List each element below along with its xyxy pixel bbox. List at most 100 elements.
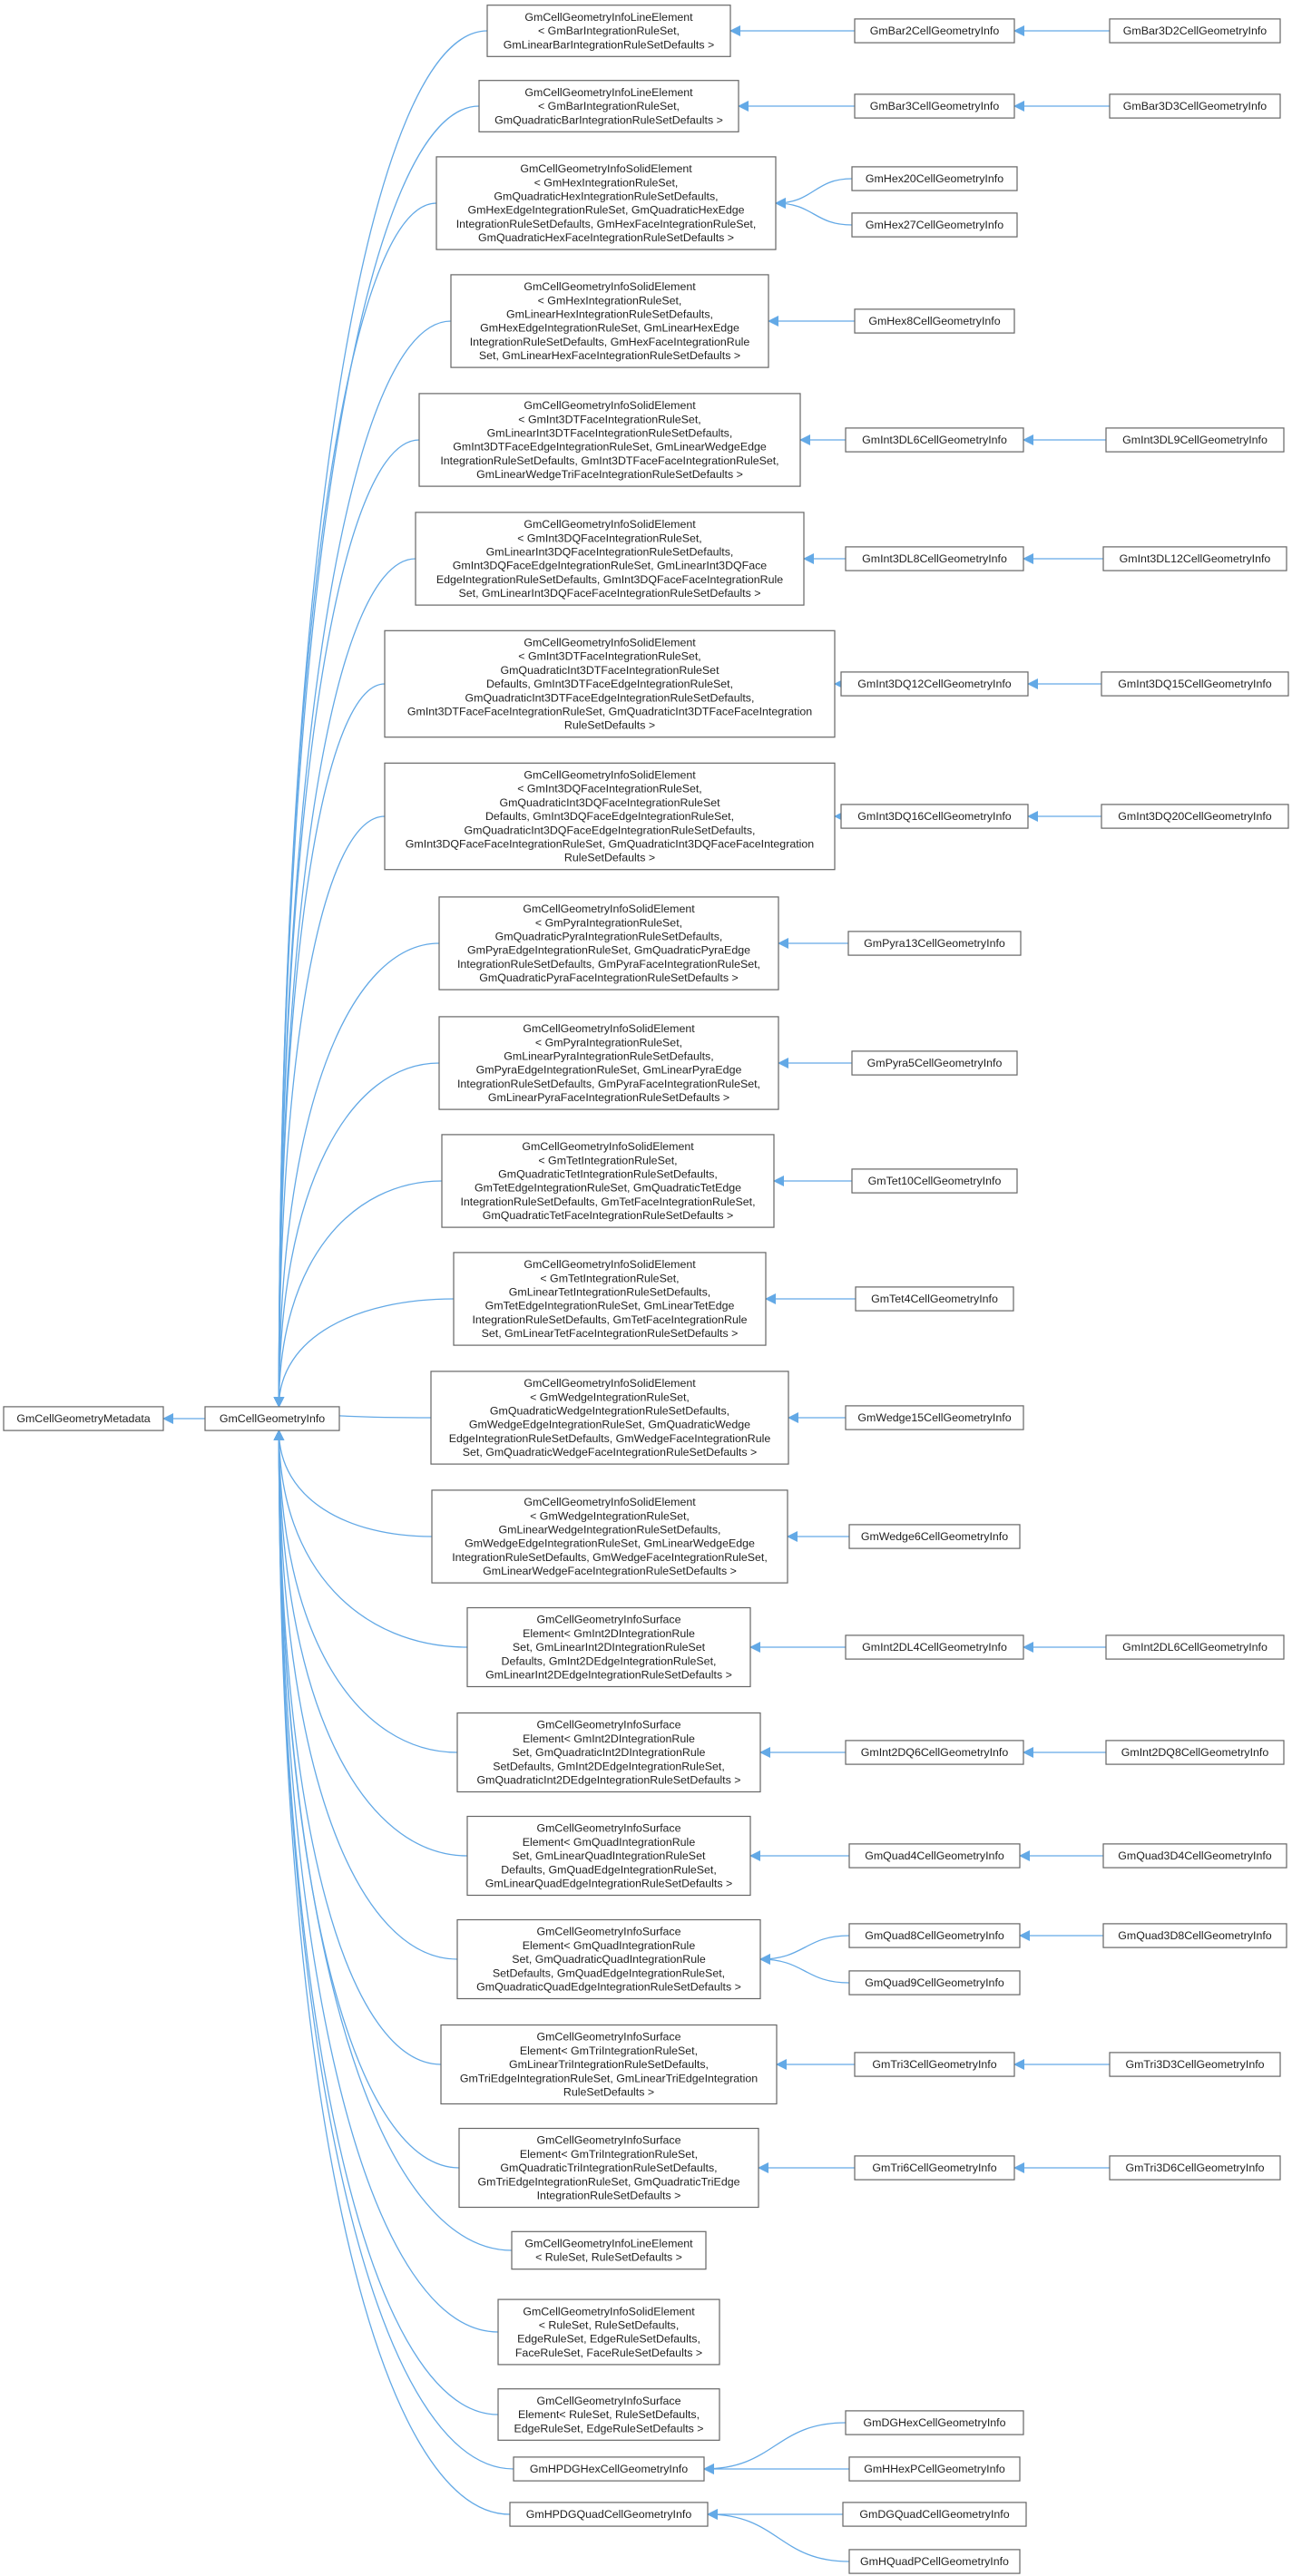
class-node-gm-pyra13-cell-geometry-info[interactable]: GmPyra13CellGeometryInfo bbox=[847, 931, 1022, 956]
class-label-line: GmDGQuadCellGeometryInfo bbox=[859, 2508, 1009, 2521]
class-node-gm-cell-geometry-info-solid-element-n-i3dtlin[interactable]: GmCellGeometryInfoSolidElement< GmInt3DT… bbox=[418, 393, 801, 487]
class-node-gm-cell-geometry-info[interactable]: GmCellGeometryInfo bbox=[204, 1406, 340, 1431]
inheritance-arrow bbox=[273, 1429, 458, 1753]
class-box bbox=[511, 2230, 707, 2270]
class-label-line: GmInt3DL6CellGeometryInfo bbox=[862, 434, 1007, 446]
class-node-gm-hquad-pcell-geometry-info[interactable]: GmHQuadPCellGeometryInfo bbox=[848, 2549, 1021, 2574]
class-node-gm-hhex-pcell-geometry-info[interactable]: GmHHexPCellGeometryInfo bbox=[848, 2456, 1021, 2482]
class-node-gm-tri3-cell-geometry-info[interactable]: GmTri3CellGeometryInfo bbox=[854, 2052, 1015, 2077]
class-label-line: Set, GmQuadraticQuadIntegrationRule bbox=[512, 1953, 706, 1966]
class-node-gm-tet4-cell-geometry-info[interactable]: GmTet4CellGeometryInfo bbox=[855, 1286, 1014, 1312]
class-node-gm-int2-dl6-cell-geometry-info[interactable]: GmInt2DL6CellGeometryInfo bbox=[1105, 1634, 1285, 1660]
class-node-gm-quad3-d4-cell-geometry-info[interactable]: GmQuad3D4CellGeometryInfo bbox=[1102, 1843, 1287, 1869]
class-node-gm-cell-geometry-info-solid-element-n-i3dtquad[interactable]: GmCellGeometryInfoSolidElement< GmInt3DT… bbox=[384, 629, 836, 738]
class-node-gm-quad4-cell-geometry-info[interactable]: GmQuad4CellGeometryInfo bbox=[848, 1843, 1021, 1869]
class-node-gm-cell-geometry-info-solid-element-n-hexlin[interactable]: GmCellGeometryInfoSolidElement< GmHexInt… bbox=[450, 274, 769, 368]
class-node-gm-cell-geometry-info-line-element-n-barlin[interactable]: GmCellGeometryInfoLineElement< GmBarInte… bbox=[486, 5, 731, 57]
class-box bbox=[453, 1252, 767, 1346]
class-node-gm-int3-dq20-cell-geometry-info[interactable]: GmInt3DQ20CellGeometryInfo bbox=[1101, 804, 1289, 829]
class-node-gm-int2-dq6-cell-geometry-info[interactable]: GmInt2DQ6CellGeometryInfo bbox=[845, 1740, 1024, 1765]
class-label-line: GmQuad8CellGeometryInfo bbox=[865, 1929, 1004, 1942]
class-node-gm-bar3-d2-cell-geometry-info[interactable]: GmBar3D2CellGeometryInfo bbox=[1109, 18, 1281, 44]
class-label-line: GmQuadraticInt3DQFaceIntegrationRuleSet bbox=[499, 796, 720, 809]
class-label-line: GmPyraEdgeIntegrationRuleSet, GmLinearPy… bbox=[476, 1064, 742, 1077]
class-node-gm-cell-geometry-info-solid-element-n-hexquad[interactable]: GmCellGeometryInfoSolidElement< GmHexInt… bbox=[436, 156, 777, 250]
class-label-line: GmCellGeometryInfoSurface bbox=[536, 1719, 680, 1732]
class-node-gm-hpdghex-cell-geometry-info[interactable]: GmHPDGHexCellGeometryInfo bbox=[513, 2456, 705, 2482]
class-node-gm-int3-dl6-cell-geometry-info[interactable]: GmInt3DL6CellGeometryInfo bbox=[845, 427, 1024, 453]
inheritance-arrow bbox=[273, 1429, 511, 2515]
inheritance-arrow bbox=[273, 1429, 513, 2251]
class-node-gm-quad9-cell-geometry-info[interactable]: GmQuad9CellGeometryInfo bbox=[848, 1970, 1021, 1995]
class-node-gm-cell-geometry-info-solid-element-n-pyraquad[interactable]: GmCellGeometryInfoSolidElement< GmPyraIn… bbox=[438, 896, 779, 990]
class-node-gm-cell-geometry-info-solid-element-n-pyralin[interactable]: GmCellGeometryInfoSolidElement< GmPyraIn… bbox=[438, 1016, 779, 1110]
class-box bbox=[466, 1815, 751, 1897]
class-node-gm-cell-geometry-info-line-element-n-linegen[interactable]: GmCellGeometryInfoLineElement< RuleSet, … bbox=[511, 2230, 707, 2270]
class-label-line: GmPyra5CellGeometryInfo bbox=[867, 1057, 1003, 1069]
class-node-gm-cell-geometry-info-solid-element-n-wedgelin[interactable]: GmCellGeometryInfoSolidElement< GmWedgeI… bbox=[431, 1489, 788, 1584]
class-label-line: GmLinearPyraFaceIntegrationRuleSetDefaul… bbox=[488, 1091, 729, 1104]
class-node-gm-tri3-d3-cell-geometry-info[interactable]: GmTri3D3CellGeometryInfo bbox=[1109, 2052, 1281, 2077]
class-node-gm-tri3-d6-cell-geometry-info[interactable]: GmTri3D6CellGeometryInfo bbox=[1109, 2155, 1281, 2181]
class-box bbox=[436, 156, 777, 250]
class-node-gm-tet10-cell-geometry-info[interactable]: GmTet10CellGeometryInfo bbox=[851, 1168, 1018, 1194]
class-label-line: GmQuadraticInt2DEdgeIntegrationRuleSetDe… bbox=[477, 1774, 741, 1787]
class-node-gm-quad3-d8-cell-geometry-info[interactable]: GmQuad3D8CellGeometryInfo bbox=[1102, 1923, 1287, 1948]
class-label-line: GmLinearInt2DEdgeIntegrationRuleSetDefau… bbox=[485, 1669, 732, 1682]
class-node-gm-int3-dl8-cell-geometry-info[interactable]: GmInt3DL8CellGeometryInfo bbox=[845, 546, 1024, 571]
class-node-gm-cell-geometry-info-solid-element-n-wedgequad[interactable]: GmCellGeometryInfoSolidElement< GmWedgeI… bbox=[430, 1371, 789, 1465]
class-label-line: GmQuadraticHexFaceIntegrationRuleSetDefa… bbox=[478, 231, 734, 244]
class-node-gm-dgquad-cell-geometry-info[interactable]: GmDGQuadCellGeometryInfo bbox=[842, 2502, 1027, 2527]
class-node-gm-int2-dq8-cell-geometry-info[interactable]: GmInt2DQ8CellGeometryInfo bbox=[1105, 1740, 1285, 1765]
class-label-line: GmLinearTriIntegrationRuleSetDefaults, bbox=[509, 2058, 709, 2071]
class-box bbox=[456, 1712, 761, 1793]
class-box bbox=[466, 1606, 751, 1688]
class-node-gm-wedge6-cell-geometry-info[interactable]: GmWedge6CellGeometryInfo bbox=[848, 1524, 1021, 1549]
class-node-gm-bar3-cell-geometry-info[interactable]: GmBar3CellGeometryInfo bbox=[854, 93, 1015, 119]
class-node-gm-int2-dl4-cell-geometry-info[interactable]: GmInt2DL4CellGeometryInfo bbox=[845, 1634, 1024, 1660]
class-label-line: GmPyra13CellGeometryInfo bbox=[864, 937, 1005, 950]
class-box bbox=[438, 896, 779, 990]
class-node-gm-int3-dl12-cell-geometry-info[interactable]: GmInt3DL12CellGeometryInfo bbox=[1102, 546, 1287, 571]
class-node-gm-tri6-cell-geometry-info[interactable]: GmTri6CellGeometryInfo bbox=[854, 2155, 1015, 2181]
class-box bbox=[486, 5, 731, 57]
class-label-line: GmWedgeEdgeIntegrationRuleSet, GmLinearW… bbox=[465, 1537, 755, 1550]
class-node-gm-cell-geometry-info-solid-element-n-i3dqquad[interactable]: GmCellGeometryInfoSolidElement< GmInt3DQ… bbox=[384, 762, 836, 871]
class-node-gm-bar2-cell-geometry-info[interactable]: GmBar2CellGeometryInfo bbox=[854, 18, 1015, 44]
class-label-line: GmQuadraticTetIntegrationRuleSetDefaults… bbox=[498, 1168, 718, 1181]
class-node-gm-int3-dq15-cell-geometry-info[interactable]: GmInt3DQ15CellGeometryInfo bbox=[1101, 671, 1289, 697]
class-node-gm-cell-geometry-info-solid-element-n-solidgen[interactable]: GmCellGeometryInfoSolidElement< RuleSet,… bbox=[497, 2298, 720, 2366]
class-node-gm-int3-dl9-cell-geometry-info[interactable]: GmInt3DL9CellGeometryInfo bbox=[1105, 427, 1285, 453]
class-node-gm-dghex-cell-geometry-info[interactable]: GmDGHexCellGeometryInfo bbox=[845, 2410, 1024, 2435]
class-label-line: < GmBarIntegrationRuleSet, bbox=[538, 24, 680, 37]
class-label-line: GmTetEdgeIntegrationRuleSet, GmLinearTet… bbox=[485, 1300, 735, 1312]
class-node-gm-quad8-cell-geometry-info[interactable]: GmQuad8CellGeometryInfo bbox=[848, 1923, 1021, 1948]
class-node-gm-int3-dq12-cell-geometry-info[interactable]: GmInt3DQ12CellGeometryInfo bbox=[840, 671, 1029, 697]
class-node-gm-hex20-cell-geometry-info[interactable]: GmHex20CellGeometryInfo bbox=[851, 166, 1018, 191]
class-node-gm-wedge15-cell-geometry-info[interactable]: GmWedge15CellGeometryInfo bbox=[845, 1405, 1024, 1430]
class-node-gm-int3-dq16-cell-geometry-info[interactable]: GmInt3DQ16CellGeometryInfo bbox=[840, 804, 1029, 829]
class-node-gm-hex27-cell-geometry-info[interactable]: GmHex27CellGeometryInfo bbox=[851, 212, 1018, 238]
class-node-gm-cell-geometry-metadata[interactable]: GmCellGeometryMetadata bbox=[3, 1406, 164, 1431]
class-node-gm-pyra5-cell-geometry-info[interactable]: GmPyra5CellGeometryInfo bbox=[851, 1050, 1018, 1076]
class-label-line: GmQuad9CellGeometryInfo bbox=[865, 1976, 1004, 1989]
class-node-gm-bar3-d3-cell-geometry-info[interactable]: GmBar3D3CellGeometryInfo bbox=[1109, 93, 1281, 119]
inheritance-arrow bbox=[273, 1180, 443, 1408]
class-node-gm-cell-geometry-info-line-element-n-barquad[interactable]: GmCellGeometryInfoLineElement< GmBarInte… bbox=[478, 80, 739, 132]
class-node-gm-hpdgquad-cell-geometry-info[interactable]: GmHPDGQuadCellGeometryInfo bbox=[509, 2502, 709, 2527]
class-label-line: GmCellGeometryInfoLineElement bbox=[524, 11, 693, 24]
class-label-line: GmHexEdgeIntegrationRuleSet, GmLinearHex… bbox=[480, 322, 739, 335]
class-label-line: GmQuadraticInt3DTFaceEdgeIntegrationRule… bbox=[465, 691, 755, 704]
class-node-gm-cell-geometry-info-solid-element-n-i3dqlin[interactable]: GmCellGeometryInfoSolidElement< GmInt3DQ… bbox=[415, 512, 805, 606]
class-label-line: GmLinearWedgeFaceIntegrationRuleSetDefau… bbox=[483, 1565, 737, 1577]
class-node-gm-cell-geometry-info-solid-element-n-tetlin[interactable]: GmCellGeometryInfoSolidElement< GmTetInt… bbox=[453, 1252, 767, 1346]
class-node-gm-hex8-cell-geometry-info[interactable]: GmHex8CellGeometryInfo bbox=[854, 308, 1015, 334]
class-node-gm-cell-geometry-info-solid-element-n-tetquad[interactable]: GmCellGeometryInfoSolidElement< GmTetInt… bbox=[441, 1134, 775, 1228]
